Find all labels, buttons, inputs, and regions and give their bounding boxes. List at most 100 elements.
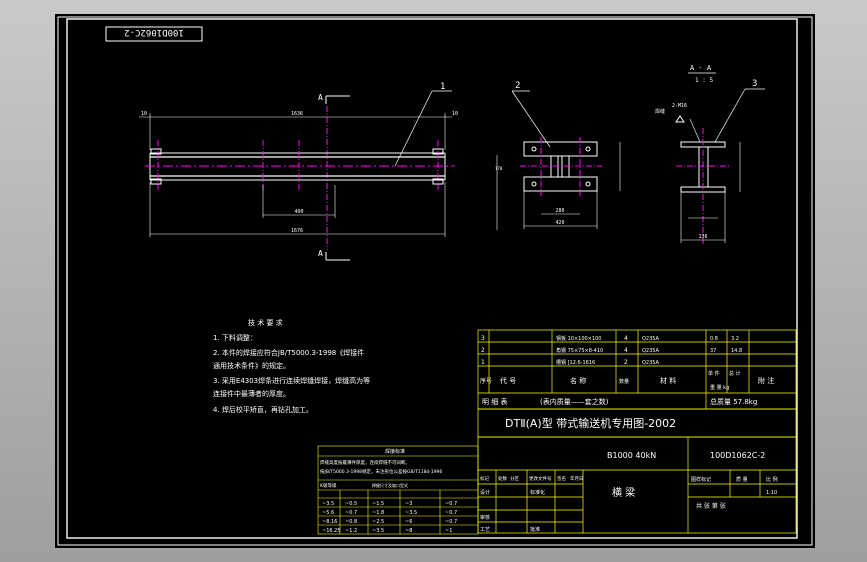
bom-row-1-qty: 4 xyxy=(624,347,628,354)
dim-center: 400 xyxy=(294,209,303,215)
inner-frame xyxy=(66,18,798,539)
weld-table-text: 焊接标准 焊缝高度按最薄件厚度，连续焊缝不可间断。 按JB/T5000.3-19… xyxy=(320,448,457,534)
approval-zone: 分区 xyxy=(510,475,519,482)
weld-r2-c4: ~0.7 xyxy=(445,519,457,525)
bom-row-0-unit: 0.8 xyxy=(710,336,718,342)
section-view: A - A 1 : 5 3 2-M16 焊缝 136 xyxy=(655,64,765,245)
note-line-4: 连接件中最薄者的厚度。 xyxy=(213,389,290,398)
weld-line-0: 焊缝高度按最薄件厚度，连续焊缝不可间断。 xyxy=(320,459,410,466)
note-line-0: 1. 下料调整： xyxy=(213,333,257,342)
approval-file: 更改文件号 xyxy=(529,475,552,482)
title-series: DTⅡ(A)型 带式输送机专用图-2002 xyxy=(505,416,676,430)
bom-row-1-total: 14.8 xyxy=(731,348,742,354)
section-label: A - A xyxy=(690,64,712,72)
bom-row-2-name: 槽钢 [12.6-1616 xyxy=(556,359,595,366)
bom-row-2-mat: Q235A xyxy=(642,360,659,366)
note-line-3: 3. 采用E4303焊条进行连续焊缝焊接，焊缝高为等 xyxy=(213,376,370,385)
bom-detail-note: (表内质量——套之数) xyxy=(540,397,609,406)
tech-notes: 技 术 要 求 1. 下料调整： 2. 本件的焊接应符合JB/T5000.3-1… xyxy=(213,318,370,414)
approval-date: 年月日 xyxy=(570,475,584,482)
bom-row-0-name: 钢板 10×100×100 xyxy=(556,335,601,342)
code-stamp-text: 100D1062C-2 xyxy=(124,27,184,37)
weld-r1-c0: ~5.6 xyxy=(322,510,334,516)
weld-line-1: 按JB/T5000.3-1998规定，未注形位公差按GB/T1184-1996 xyxy=(320,468,443,475)
weld-r0-c0: ~3.5 xyxy=(322,501,334,507)
weld-line-2: K级等级 xyxy=(320,482,337,489)
weld-r3-c4: ~1 xyxy=(445,528,452,534)
outer-frame xyxy=(57,16,813,546)
bom-row-0-qty: 4 xyxy=(624,335,628,342)
weld-note: 2-M16 xyxy=(672,103,687,109)
bom-total-weight: 总质量 57.8kg xyxy=(710,397,757,406)
weld-r3-c1: ~1.2 xyxy=(345,528,357,534)
weld-r3-c0: ~16.25 xyxy=(322,528,341,534)
note-line-5: 4. 焊后校平矫直，再钻孔加工。 xyxy=(213,405,313,414)
bom-table xyxy=(477,329,797,410)
svg-text:170: 170 xyxy=(495,166,503,171)
weld-r2-c0: ~8.16 xyxy=(322,519,337,525)
section-mark-bottom: A xyxy=(318,249,323,258)
role-review: 审核 xyxy=(480,514,490,521)
weld-label: 焊缝 xyxy=(655,108,665,115)
weld-r2-c2: ~2.5 xyxy=(372,519,384,525)
dim-end-left: 10 xyxy=(141,111,147,117)
balloon-2: 2 xyxy=(515,81,520,91)
bom-row-1-name: 角钢 75×75×8-410 xyxy=(556,347,603,354)
title-part-name: 横 梁 xyxy=(612,486,635,499)
bom-header-weight-unit: 重 量 kg xyxy=(710,384,729,391)
bom-row-0-mat: Q235A xyxy=(642,336,659,342)
bom-header-name: 名 称 xyxy=(570,376,586,385)
weld-r1-c2: ~1.8 xyxy=(372,510,384,516)
weld-subtitle: 焊缝尺寸及坡口型式 xyxy=(372,482,408,488)
title-mark-label: 图样标记 xyxy=(691,476,711,483)
weld-title: 焊接标准 xyxy=(385,448,405,455)
role-process: 工艺 xyxy=(480,527,490,533)
weld-r0-c2: ~1.5 xyxy=(372,501,384,507)
weld-r2-c3: ~6 xyxy=(405,519,412,525)
bom-header-weight2: 总 计 xyxy=(729,370,741,377)
dim-inner: 1676 xyxy=(291,228,303,234)
bom-row-2-qty: 2 xyxy=(624,359,628,366)
approval-mark: 标记 xyxy=(480,475,489,482)
sheet-background xyxy=(55,14,815,548)
bom-header-note: 附 注 xyxy=(758,376,774,385)
role-design: 设计 xyxy=(480,489,490,496)
dim-plate-w: 280 xyxy=(555,208,564,214)
bom-header-no: 序号 xyxy=(480,377,492,385)
title-weight-label: 质 量 xyxy=(736,476,748,483)
balloon-3: 3 xyxy=(752,79,757,89)
weld-r2-c1: ~0.8 xyxy=(345,519,357,525)
title-drawing-no: 100D1062C-2 xyxy=(710,451,765,460)
title-block-text: DTⅡ(A)型 带式输送机专用图-2002 B1000 40kN 100D106… xyxy=(480,416,778,533)
title-sheet-label: 共 张 第 张 xyxy=(696,502,726,510)
section-mark-top: A xyxy=(318,93,323,102)
bom-header-code: 代 号 xyxy=(500,376,516,385)
role-approve: 批准 xyxy=(530,526,540,533)
dim-sec-w: 136 xyxy=(698,234,707,240)
weld-r0-c4: ~0.7 xyxy=(445,501,457,507)
code-stamp: 100D1062C-2 xyxy=(105,26,203,42)
title-spec: B1000 40kN xyxy=(607,451,656,460)
bom-row-2-no: 1 xyxy=(481,359,485,366)
dim-end-right: 10 xyxy=(452,111,458,117)
weld-r1-c3: ~3.5 xyxy=(405,510,417,516)
plate-view: 2 280 420 170 xyxy=(495,81,621,230)
approval-sign: 签名 xyxy=(557,475,566,482)
dim-overall: 1636 xyxy=(291,111,303,117)
approval-count: 处数 xyxy=(498,475,507,482)
note-line-2: 通用技术条件》的规定。 xyxy=(213,361,290,370)
weld-r1-c4: ~0.7 xyxy=(445,510,457,516)
bom-header-mat: 材 料 xyxy=(660,376,676,385)
role-standard: 标准化 xyxy=(530,489,545,496)
dim-plate-total: 420 xyxy=(555,220,564,226)
bom-row-1-no: 2 xyxy=(481,347,485,354)
title-scale-label: 比 例 xyxy=(766,476,778,483)
title-block xyxy=(477,408,797,534)
bom-header-weight: 单 件 xyxy=(708,370,720,377)
bom-row-0-total: 3.2 xyxy=(731,336,739,342)
weld-r3-c3: ~8 xyxy=(405,528,412,534)
bom-row-0-no: 3 xyxy=(481,335,485,342)
weld-r0-c3: ~3 xyxy=(405,501,412,507)
